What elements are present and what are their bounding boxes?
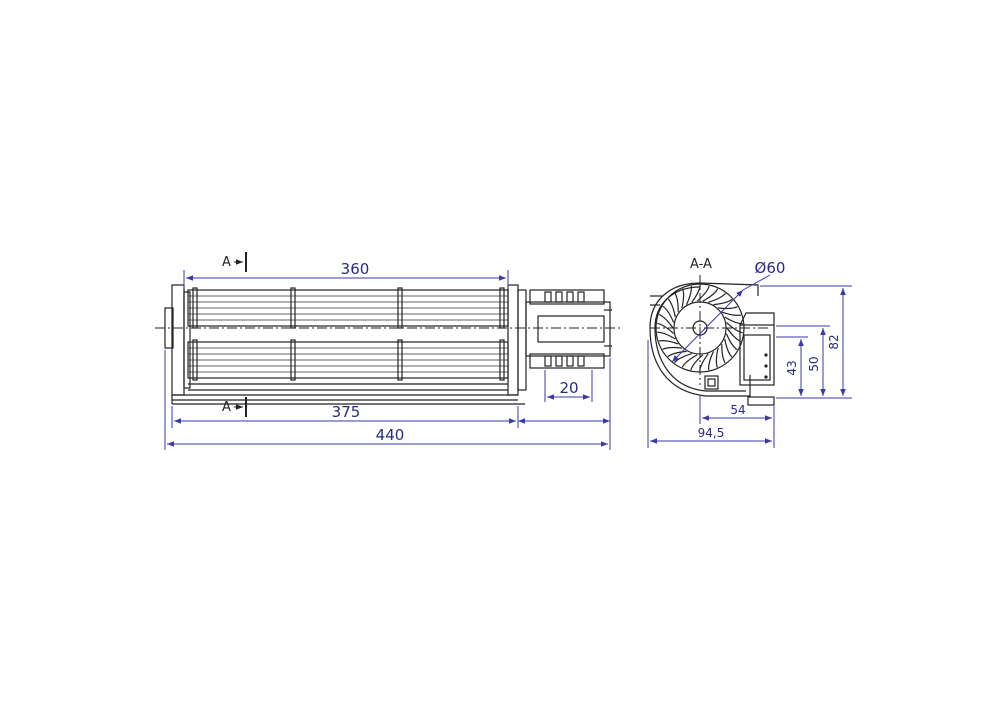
dim-label-440: 440 <box>376 426 405 444</box>
right-end-plate <box>507 284 527 396</box>
svg-text:A: A <box>222 400 231 415</box>
dim-label-375: 375 <box>332 403 361 421</box>
impeller-blade <box>681 288 685 309</box>
dim-label-diameter: Ø60 <box>755 259 786 277</box>
impeller-lower <box>187 339 509 391</box>
dim-label-360: 360 <box>341 260 370 278</box>
impeller-upper <box>187 287 509 329</box>
dimension-94-5: 94,5 <box>647 340 772 448</box>
left-end-plate <box>164 284 191 404</box>
dimension-43: 43 <box>776 336 808 396</box>
impeller-blade <box>674 353 692 364</box>
impeller-blade <box>658 313 674 329</box>
dimension-54: 54 <box>699 396 775 448</box>
impeller-blade <box>725 333 738 351</box>
dimension-360: 360 <box>183 260 509 288</box>
impeller-blade <box>708 292 726 303</box>
impeller-blade <box>662 305 675 323</box>
impeller-blade <box>721 343 726 364</box>
impeller-blade <box>708 351 715 371</box>
section-marker-bottom: A <box>222 397 247 417</box>
base-rail <box>172 394 525 405</box>
side-view: A-A <box>647 257 852 448</box>
front-view: A A 360 375 440 <box>155 252 620 450</box>
dimension-50: 50 <box>776 325 830 396</box>
motor <box>525 289 612 369</box>
impeller-blade <box>721 311 742 316</box>
section-title: A-A <box>690 257 712 272</box>
impeller-blade <box>718 306 738 310</box>
dim-label-50: 50 <box>807 356 821 371</box>
dimension-440: 440 <box>164 350 611 450</box>
svg-text:A: A <box>222 255 231 270</box>
dim-label-54: 54 <box>730 403 745 417</box>
dimension-375: 375 <box>171 403 519 428</box>
dim-label-43: 43 <box>785 360 799 375</box>
impeller-blade <box>674 292 679 313</box>
dimension-20: 20 <box>544 370 593 402</box>
dim-label-94-5: 94,5 <box>698 426 725 440</box>
impeller-blade <box>662 346 682 350</box>
dim-label-82: 82 <box>827 334 841 349</box>
section-marker-top: A <box>222 252 247 272</box>
impeller-blade <box>667 350 687 358</box>
impeller-blade <box>715 347 719 368</box>
dimension-82: 82 <box>760 285 852 399</box>
terminal-box <box>704 375 719 390</box>
impeller-blade <box>658 340 679 345</box>
dim-label-20: 20 <box>559 379 578 397</box>
dimension-diameter-60: Ø60 <box>671 259 786 363</box>
